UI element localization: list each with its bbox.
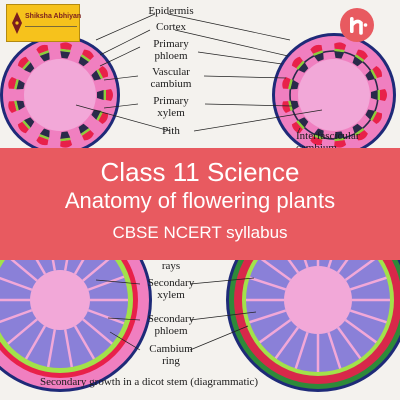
vascular-bundle — [365, 109, 383, 125]
medullary-ray — [349, 276, 387, 291]
medullary-ray — [344, 318, 377, 344]
label-secondary-phloem-2: phloem — [154, 325, 188, 337]
logo-text: Shiksha Abhiyan — [25, 13, 82, 20]
vascular-bundle — [97, 89, 113, 101]
medullary-ray — [46, 329, 57, 368]
vascular-bundle — [78, 49, 94, 67]
vascular-bundle — [8, 100, 25, 114]
vascular-bundle — [365, 65, 383, 81]
vascular-bundle — [91, 109, 109, 125]
medullary-ray — [344, 256, 377, 282]
logo-subtext — [25, 24, 77, 31]
label-secondary-phloem-1: Secondary — [147, 313, 195, 325]
medullary-ray — [87, 309, 125, 325]
medullary-ray — [327, 331, 342, 369]
vascular-bundle — [78, 123, 94, 141]
medullary-ray — [7, 255, 38, 282]
label-primary-xylem-2: xylem — [157, 107, 185, 119]
title-banner — [0, 148, 400, 260]
vascular-bundle — [334, 131, 347, 148]
label-secondary-xylem-2: xylem — [157, 289, 185, 301]
vascular-bundle — [17, 117, 35, 134]
medullary-ray — [0, 276, 33, 291]
label-primary-phloem-1: Primary — [153, 38, 189, 50]
primary-stem-right — [272, 33, 396, 157]
medullary-ray — [82, 318, 113, 345]
label-pith: Pith — [162, 125, 180, 137]
banner-subtitle: Anatomy of flowering plants — [64, 188, 336, 213]
label-vascular-cambium-1: Vascular — [152, 66, 190, 78]
medullary-ray — [24, 325, 47, 360]
vascular-bundle — [291, 56, 309, 73]
label-epidermis: Epidermis — [148, 5, 194, 17]
vascular-bundle — [310, 128, 324, 146]
shiksha-abhiyan-logo: Shiksha Abhiyan — [6, 4, 82, 42]
vascular-bundle — [310, 44, 324, 62]
vascular-bundle — [352, 123, 368, 141]
pen-nib-icon — [12, 12, 22, 34]
vascular-bundle — [60, 131, 73, 148]
vascular-bundle — [17, 56, 35, 73]
medullary-ray — [249, 276, 287, 291]
banner-title: Class 11 Science — [100, 157, 300, 187]
vascular-bundle — [352, 49, 368, 67]
vascular-bundle — [8, 76, 25, 90]
label-cambium-ring-2: ring — [162, 355, 180, 367]
vascular-bundle — [36, 44, 50, 62]
medullary-ray — [349, 309, 387, 324]
label-cambium-ring-1: Cambium — [149, 343, 193, 355]
medullary-ray — [73, 325, 96, 360]
vascular-bundle — [291, 117, 309, 134]
label-vascular-cambium-2: cambium — [150, 78, 192, 90]
label-cortex: Cortex — [156, 21, 186, 33]
medullary-ray — [294, 331, 309, 369]
podcast-h-icon[interactable] — [340, 8, 374, 42]
medullary-ray — [259, 318, 292, 344]
label-interfascicular-1: Interfascicular — [296, 130, 360, 142]
medullary-ray — [7, 318, 38, 345]
vascular-bundle — [91, 65, 109, 81]
vascular-bundle — [60, 42, 73, 59]
diagram-caption: Secondary growth in a dicot stem (diagra… — [40, 376, 259, 388]
label-secondary-xylem-1: Secondary — [147, 277, 195, 289]
banner-syllabus: CBSE NCERT syllabus — [112, 223, 288, 242]
vascular-bundle — [371, 89, 387, 101]
medullary-ray — [249, 309, 287, 324]
medullary-ray — [63, 329, 74, 368]
vascular-bundle — [334, 42, 347, 59]
medullary-ray — [336, 326, 362, 359]
label-rays: rays — [161, 260, 181, 272]
medullary-ray — [274, 326, 300, 359]
label-primary-phloem-2: phloem — [154, 50, 188, 62]
leader-lines — [75, 13, 323, 351]
vascular-bundle — [36, 128, 50, 146]
primary-stem-left — [0, 35, 120, 155]
medullary-ray — [87, 275, 125, 291]
vascular-bundle — [282, 76, 299, 90]
medullary-ray — [0, 309, 33, 324]
label-primary-xylem-1: Primary — [153, 95, 189, 107]
medullary-ray — [82, 255, 113, 282]
medullary-ray — [259, 256, 292, 282]
